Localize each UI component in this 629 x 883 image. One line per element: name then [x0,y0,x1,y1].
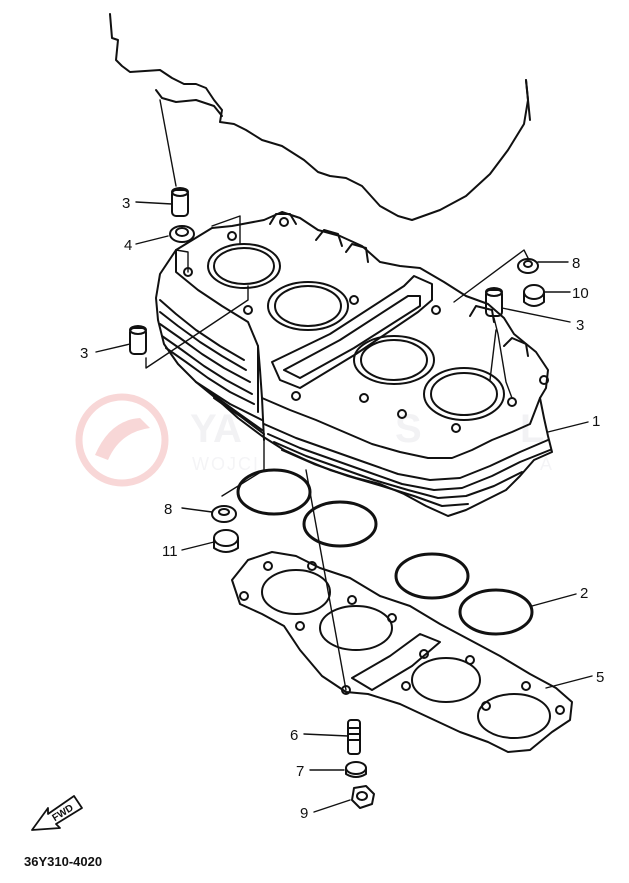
callout-9: 9 [300,805,308,822]
washer-8a [517,258,539,274]
nut-11 [213,529,239,553]
callout-11: 11 [162,543,178,560]
callout-3-left: 3 [80,345,88,362]
watermark-logo-mark [95,418,150,460]
part-code-label: 36Y310-4020 [24,854,102,869]
callout-7: 7 [296,763,304,780]
washer-7 [345,761,367,778]
callout-4: 4 [124,237,132,254]
assembly-lines [145,99,529,691]
callout-10: 10 [572,285,589,302]
dowel-pin-3a [171,187,189,217]
o-rings [236,468,534,636]
watermark: YA S L WOJCI A [75,393,554,487]
watermark-text-5: A [540,454,554,474]
dowel-pin-3b [129,325,147,355]
callout-3-top: 3 [122,195,130,212]
callout-5: 5 [596,669,604,686]
callout-8-left: 8 [164,501,172,518]
watermark-text-2: S [395,407,422,451]
watermark-logo-icon [75,393,169,487]
callout-1: 1 [592,413,600,430]
dowel-pin-3c [485,287,503,317]
nut-9 [351,785,375,809]
crankcase-outline [109,13,531,221]
base-gasket [231,551,573,753]
callout-2: 2 [580,585,588,602]
callout-8-right: 8 [572,255,580,272]
callout-leaders [95,201,593,813]
cylinder-block [155,211,553,517]
fwd-arrow-icon [31,795,83,831]
stud-bolt-6 [347,719,361,755]
fwd-label: FWD [50,803,75,824]
nut-10 [523,284,545,307]
callout-6: 6 [290,727,298,744]
watermark-text-3: L [520,407,544,451]
callout-3-right: 3 [576,317,584,334]
washer-8b [211,505,237,523]
oil-seal-4 [169,225,195,243]
watermark-text-4: WOJCI [192,454,260,474]
